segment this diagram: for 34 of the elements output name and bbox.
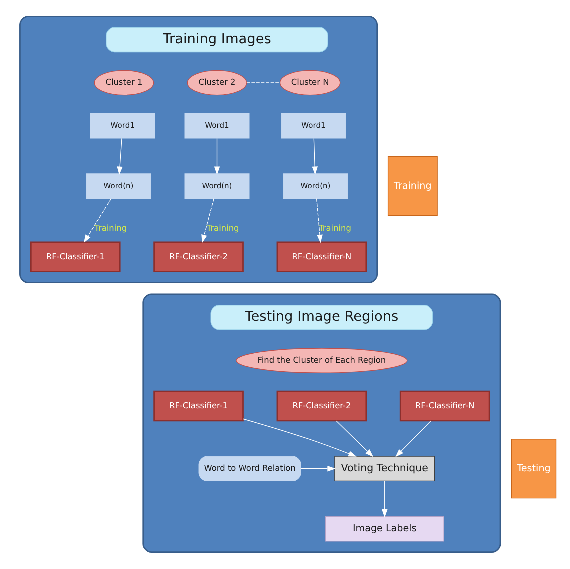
cluster xyxy=(142,294,501,554)
node-box: RF-Classifier-2 xyxy=(153,242,244,273)
arrow xyxy=(83,198,112,244)
edge-label: Training xyxy=(318,223,351,234)
arrow xyxy=(116,138,122,175)
node-box: Voting Technique xyxy=(334,456,435,482)
node-box: RF-Classifier-1 xyxy=(30,242,120,273)
arrow xyxy=(395,420,431,458)
node-box: Word to Word Relation xyxy=(198,456,301,482)
node-box: Testing xyxy=(510,439,556,499)
node-box: RF-Classifier-N xyxy=(276,242,367,273)
arrow xyxy=(316,198,322,244)
node-ellipse: Find the Cluster of Each Region xyxy=(236,348,408,374)
arrow xyxy=(382,481,388,518)
node-ellipse: Cluster 1 xyxy=(94,70,154,96)
cluster xyxy=(19,16,378,284)
node-box: RF-Classifier-2 xyxy=(276,390,367,422)
node-ellipse: Cluster 2 xyxy=(186,70,247,96)
arrow xyxy=(312,138,318,175)
arrow xyxy=(242,418,356,457)
node-ellipse: Cluster N xyxy=(279,70,340,96)
edge-label: Training xyxy=(94,223,127,234)
arrow xyxy=(300,466,336,472)
node-box: Image Labels xyxy=(324,516,444,542)
node-box: Training xyxy=(387,156,438,216)
arrow xyxy=(214,138,220,175)
node-box: Training Images xyxy=(106,27,328,53)
arrow xyxy=(336,420,374,458)
node-box: Testing Image Regions xyxy=(210,305,433,330)
arrow xyxy=(201,198,214,244)
node-box: RF-Classifier-1 xyxy=(153,390,244,422)
edge-label: Training xyxy=(206,223,239,234)
connector xyxy=(246,82,280,84)
node-box: RF-Classifier-N xyxy=(399,390,490,422)
